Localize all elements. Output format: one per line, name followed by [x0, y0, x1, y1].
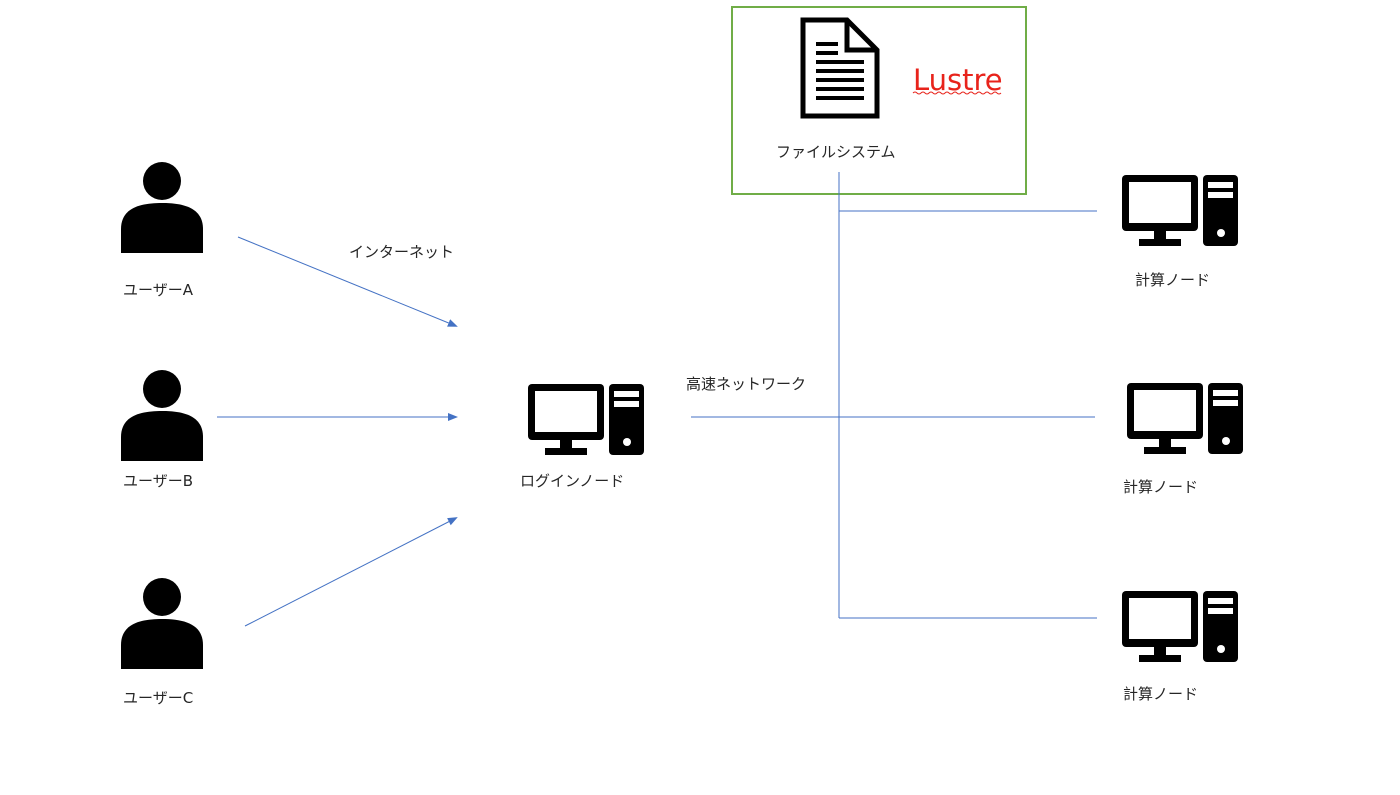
- user-label: ユーザーA: [123, 281, 194, 299]
- computer-icon: [528, 384, 644, 455]
- lustre-label: Lustre: [913, 63, 1003, 97]
- login-node-label: ログインノード: [520, 472, 624, 490]
- compute-node-label: 計算ノード: [1123, 478, 1198, 496]
- compute-node-1: 計算ノード: [1122, 175, 1238, 289]
- computer-icon: [1127, 383, 1243, 454]
- compute-node-3: 計算ノード: [1122, 591, 1238, 703]
- compute-node-label: 計算ノード: [1123, 685, 1198, 703]
- network-label: 高速ネットワーク: [686, 375, 806, 393]
- internet-label: インターネット: [349, 243, 454, 261]
- document-icon: [800, 17, 880, 119]
- login-node: ログインノード: [520, 384, 644, 490]
- user-c: ユーザーC: [121, 578, 203, 707]
- arrow-user-a: [237, 236, 458, 327]
- file-system-label: ファイルシステム: [776, 143, 896, 161]
- file-system-group: Lustre ファイルシステム: [731, 6, 1027, 195]
- compute-node-label: 計算ノード: [1135, 271, 1210, 289]
- spellcheck-squiggle: [912, 91, 1002, 95]
- computer-icon: [1122, 175, 1238, 246]
- user-icon: [121, 162, 203, 253]
- user-label: ユーザーB: [123, 472, 193, 490]
- user-icon: [121, 370, 203, 461]
- compute-node-2: 計算ノード: [1123, 383, 1243, 496]
- user-label: ユーザーC: [123, 689, 193, 707]
- user-a: ユーザーA: [121, 162, 203, 299]
- computer-icon: [1122, 591, 1238, 662]
- user-icon: [121, 578, 203, 669]
- internet-arrows: [217, 236, 458, 627]
- arrow-user-c: [244, 517, 458, 627]
- network-lines: [691, 172, 1097, 619]
- file-system-box: [731, 6, 1027, 195]
- user-b: ユーザーB: [121, 370, 203, 490]
